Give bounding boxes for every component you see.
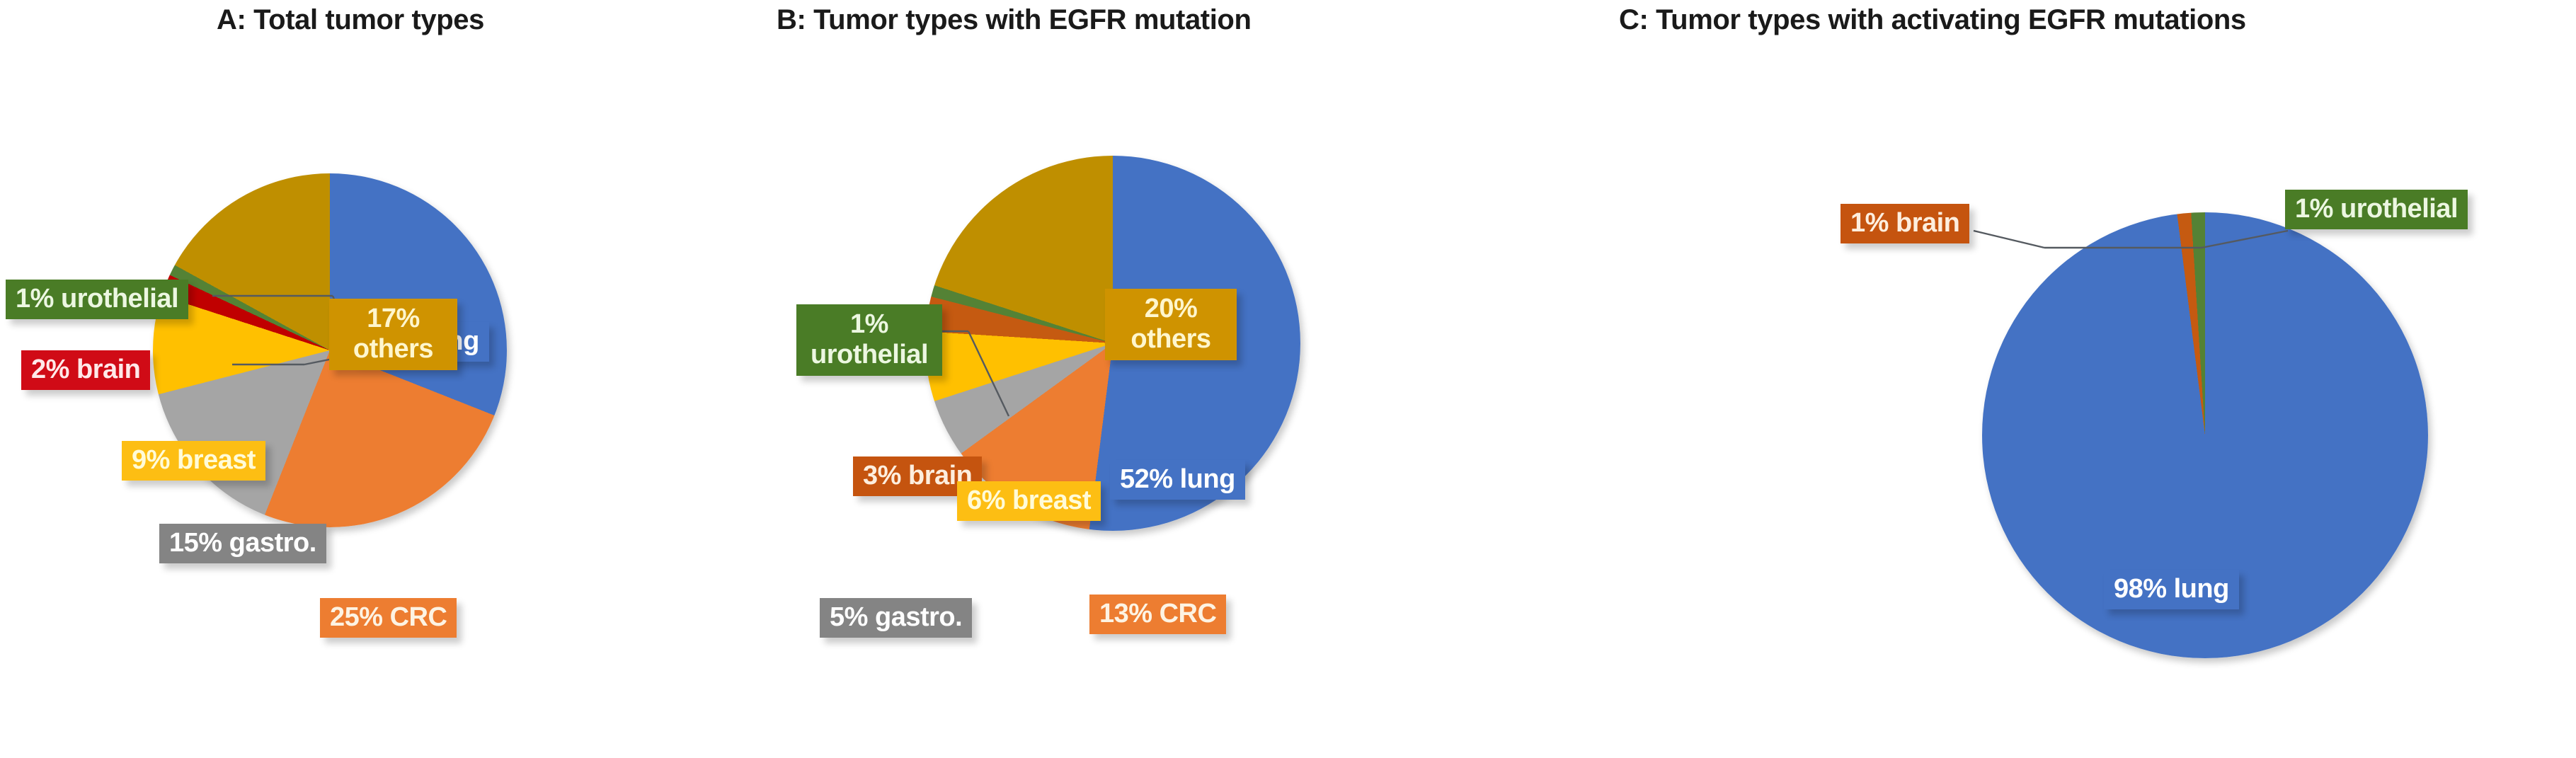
label-b-others-pct: 20% [1144,294,1198,323]
label-a-crc: 25% CRC [320,598,457,638]
panel-c-title: C: Tumor types with activating EGFR muta… [1619,4,2246,35]
label-a-urothelial: 1% urothelial [6,280,188,320]
label-b-crc: 13% CRC [1089,595,1227,635]
label-a-gastro: 15% gastro. [159,524,326,564]
panel-b-title: B: Tumor types with EGFR mutation [777,4,1252,35]
label-b-urothelial-pct: 1% [850,309,888,339]
label-b-others: 20% others [1105,289,1237,361]
label-c-urothelial: 1% urothelial [2285,190,2468,230]
label-a-others-pct: 17% [367,304,420,333]
label-b-urothelial-name: urothelial [810,339,929,369]
label-a-others-name: others [353,333,434,364]
label-b-gastro: 5% gastro. [820,598,973,638]
label-b-others-name: others [1130,323,1211,354]
label-a-brain: 2% brain [21,350,151,391]
label-a-others: 17% others [329,299,457,371]
label-b-brain: 3% brain [853,456,983,497]
label-b-lung: 52% lung [1110,460,1245,500]
label-c-brain: 1% brain [1841,204,1970,244]
panel-a-title: A: Total tumor types [217,4,484,35]
label-b-breast: 6% breast [957,481,1101,522]
label-a-breast: 9% breast [122,441,266,481]
label-c-lung: 98% lung [2104,570,2239,610]
label-b-urothelial: 1% urothelial [796,304,942,377]
